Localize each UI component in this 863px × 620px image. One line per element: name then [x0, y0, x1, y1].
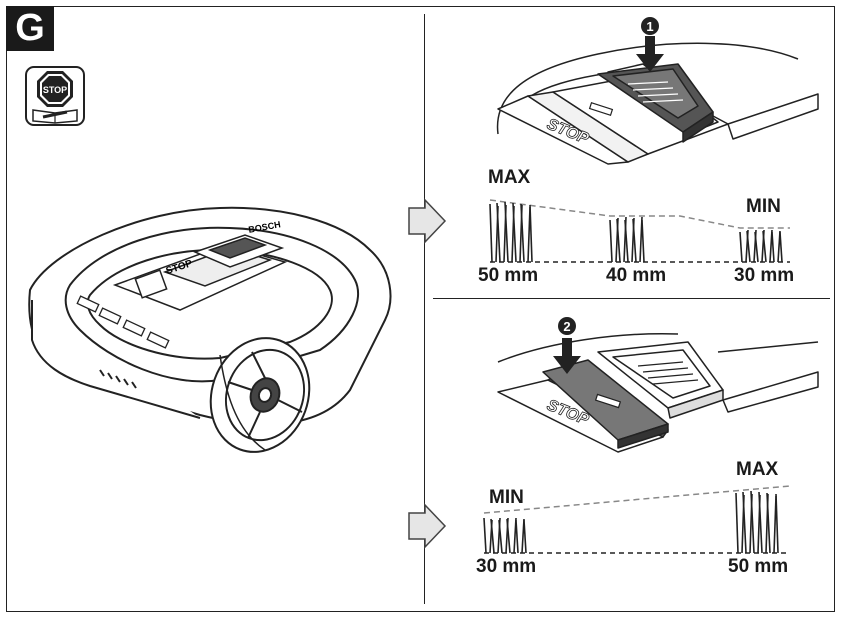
- height-label-50mm: 50 mm: [478, 265, 539, 286]
- stop-sign-manual-icon: STOP: [25, 66, 85, 126]
- height-label-40mm: 40 mm: [606, 265, 667, 286]
- vertical-divider: [424, 14, 425, 604]
- height-label-50mm: 50 mm: [728, 556, 789, 577]
- robotic-mower-illustration: STOP BOSCH: [28, 206, 392, 453]
- max-label: MAX: [488, 167, 531, 188]
- min-label: MIN: [746, 196, 781, 217]
- section-badge: G: [6, 6, 54, 51]
- min-label: MIN: [489, 487, 524, 508]
- max-label: MAX: [736, 459, 779, 480]
- grass-height-scale-top: [489, 199, 790, 263]
- height-label-30mm: 30 mm: [734, 265, 795, 286]
- step-1-badge: 1: [646, 19, 653, 34]
- horizontal-divider: [433, 298, 830, 299]
- chevron-arrow-icon: [408, 503, 447, 549]
- height-label-30mm: 30 mm: [476, 556, 537, 577]
- height-lever-detail-bottom: STOP 2: [497, 317, 819, 453]
- step-2-badge: 2: [563, 319, 570, 334]
- grass-height-scale-bottom: [483, 485, 791, 554]
- chevron-arrow-icon: [408, 198, 447, 244]
- height-lever-detail-top: STOP 1: [496, 17, 819, 165]
- figure-frame: [6, 6, 835, 612]
- svg-text:STOP: STOP: [43, 85, 67, 95]
